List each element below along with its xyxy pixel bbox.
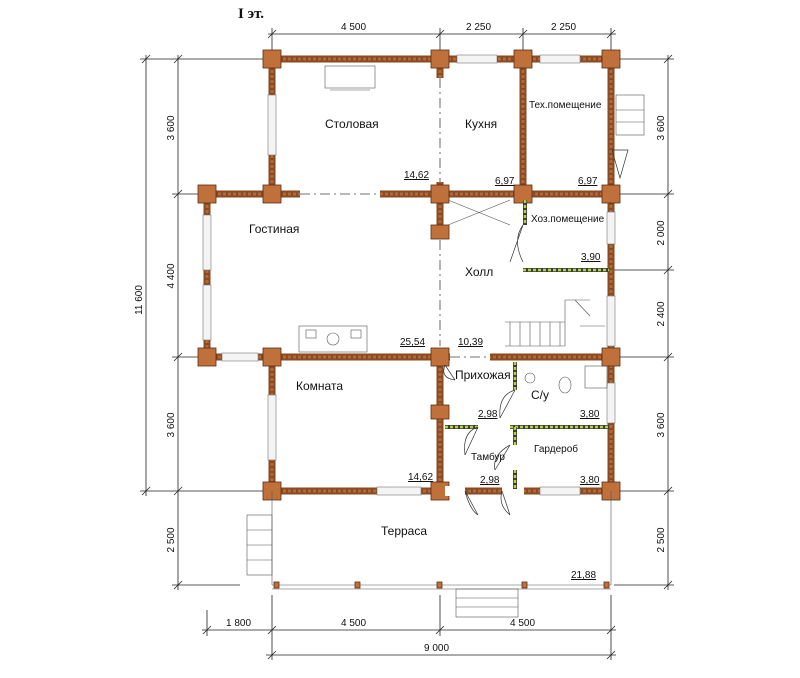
dim-left-4: 2 500 bbox=[166, 527, 177, 552]
room-room-area: 14,62 bbox=[408, 472, 433, 483]
room-wardrobe-name: Гардероб bbox=[534, 443, 578, 455]
left-dimensions: 11 600 3 600 4 400 3 600 2 500 bbox=[134, 54, 270, 590]
room-hall-name: Холл bbox=[465, 265, 493, 279]
room-terrace-name: Терраса bbox=[381, 524, 427, 538]
room-living-name: Гостиная bbox=[249, 222, 299, 236]
dim-left-3: 3 600 bbox=[166, 412, 177, 437]
room-dining-area: 14,62 bbox=[404, 170, 429, 181]
top-dimensions: 4 500 2 250 2 250 bbox=[267, 22, 616, 56]
room-vestibule-name: Тамбур bbox=[471, 451, 505, 463]
room-wardrobe-area: 3,80 bbox=[580, 475, 600, 486]
dim-top-2: 2 250 bbox=[466, 22, 491, 33]
dim-top-3: 2 250 bbox=[551, 22, 576, 33]
room-dining-name: Столовая bbox=[325, 117, 379, 131]
room-hall-area: 10,39 bbox=[458, 337, 483, 348]
dim-right-4: 3 600 bbox=[656, 412, 667, 437]
room-room-name: Комната bbox=[296, 379, 343, 393]
room-tech-area: 6,97 bbox=[578, 176, 598, 187]
dim-left-total: 11 600 bbox=[134, 285, 145, 315]
dim-top-1: 4 500 bbox=[341, 22, 366, 33]
dim-bottom-total: 9 000 bbox=[424, 643, 449, 654]
dim-left-1: 3 600 bbox=[166, 115, 177, 140]
dim-right-1: 3 600 bbox=[656, 115, 667, 140]
dim-right-2: 2 000 bbox=[656, 220, 667, 245]
room-labels: Столовая 14,62 Кухня 6,97 Тех.помещение … bbox=[249, 100, 605, 581]
room-tech-name: Тех.помещение bbox=[529, 100, 602, 111]
room-utility-area: 3,90 bbox=[581, 252, 601, 263]
room-entry-name: Прихожая bbox=[455, 368, 511, 382]
room-kitchen-area: 6,97 bbox=[495, 176, 515, 187]
dim-bottom-1: 1 800 bbox=[226, 618, 251, 629]
room-entry-area: 2,98 bbox=[478, 409, 498, 420]
terrace bbox=[246, 491, 612, 618]
room-wc-area: 3,80 bbox=[580, 409, 600, 420]
room-utility-name: Хоз.помещение bbox=[531, 214, 605, 225]
room-living-area: 25,54 bbox=[400, 337, 425, 348]
room-kitchen-name: Кухня bbox=[465, 117, 497, 131]
dim-left-2: 4 400 bbox=[166, 263, 177, 288]
bottom-dimensions: 1 800 4 500 4 500 9 000 bbox=[202, 595, 616, 660]
right-dimensions: 3 600 2 000 2 400 3 600 2 500 bbox=[614, 54, 674, 590]
doors bbox=[443, 149, 629, 516]
dim-right-3: 2 400 bbox=[656, 301, 667, 326]
dim-bottom-2: 4 500 bbox=[341, 618, 366, 629]
windows bbox=[202, 54, 616, 496]
openings bbox=[300, 78, 524, 496]
room-terrace-area: 21,88 bbox=[571, 570, 596, 581]
floor-title: I эт. bbox=[238, 6, 264, 22]
dim-right-5: 2 500 bbox=[656, 527, 667, 552]
dim-bottom-3: 4 500 bbox=[510, 618, 535, 629]
fixtures bbox=[298, 65, 645, 394]
log-posts bbox=[197, 49, 621, 501]
partitions bbox=[445, 200, 609, 489]
room-vestibule-area: 2,98 bbox=[480, 475, 500, 486]
room-wc-name: С/у bbox=[531, 388, 549, 402]
